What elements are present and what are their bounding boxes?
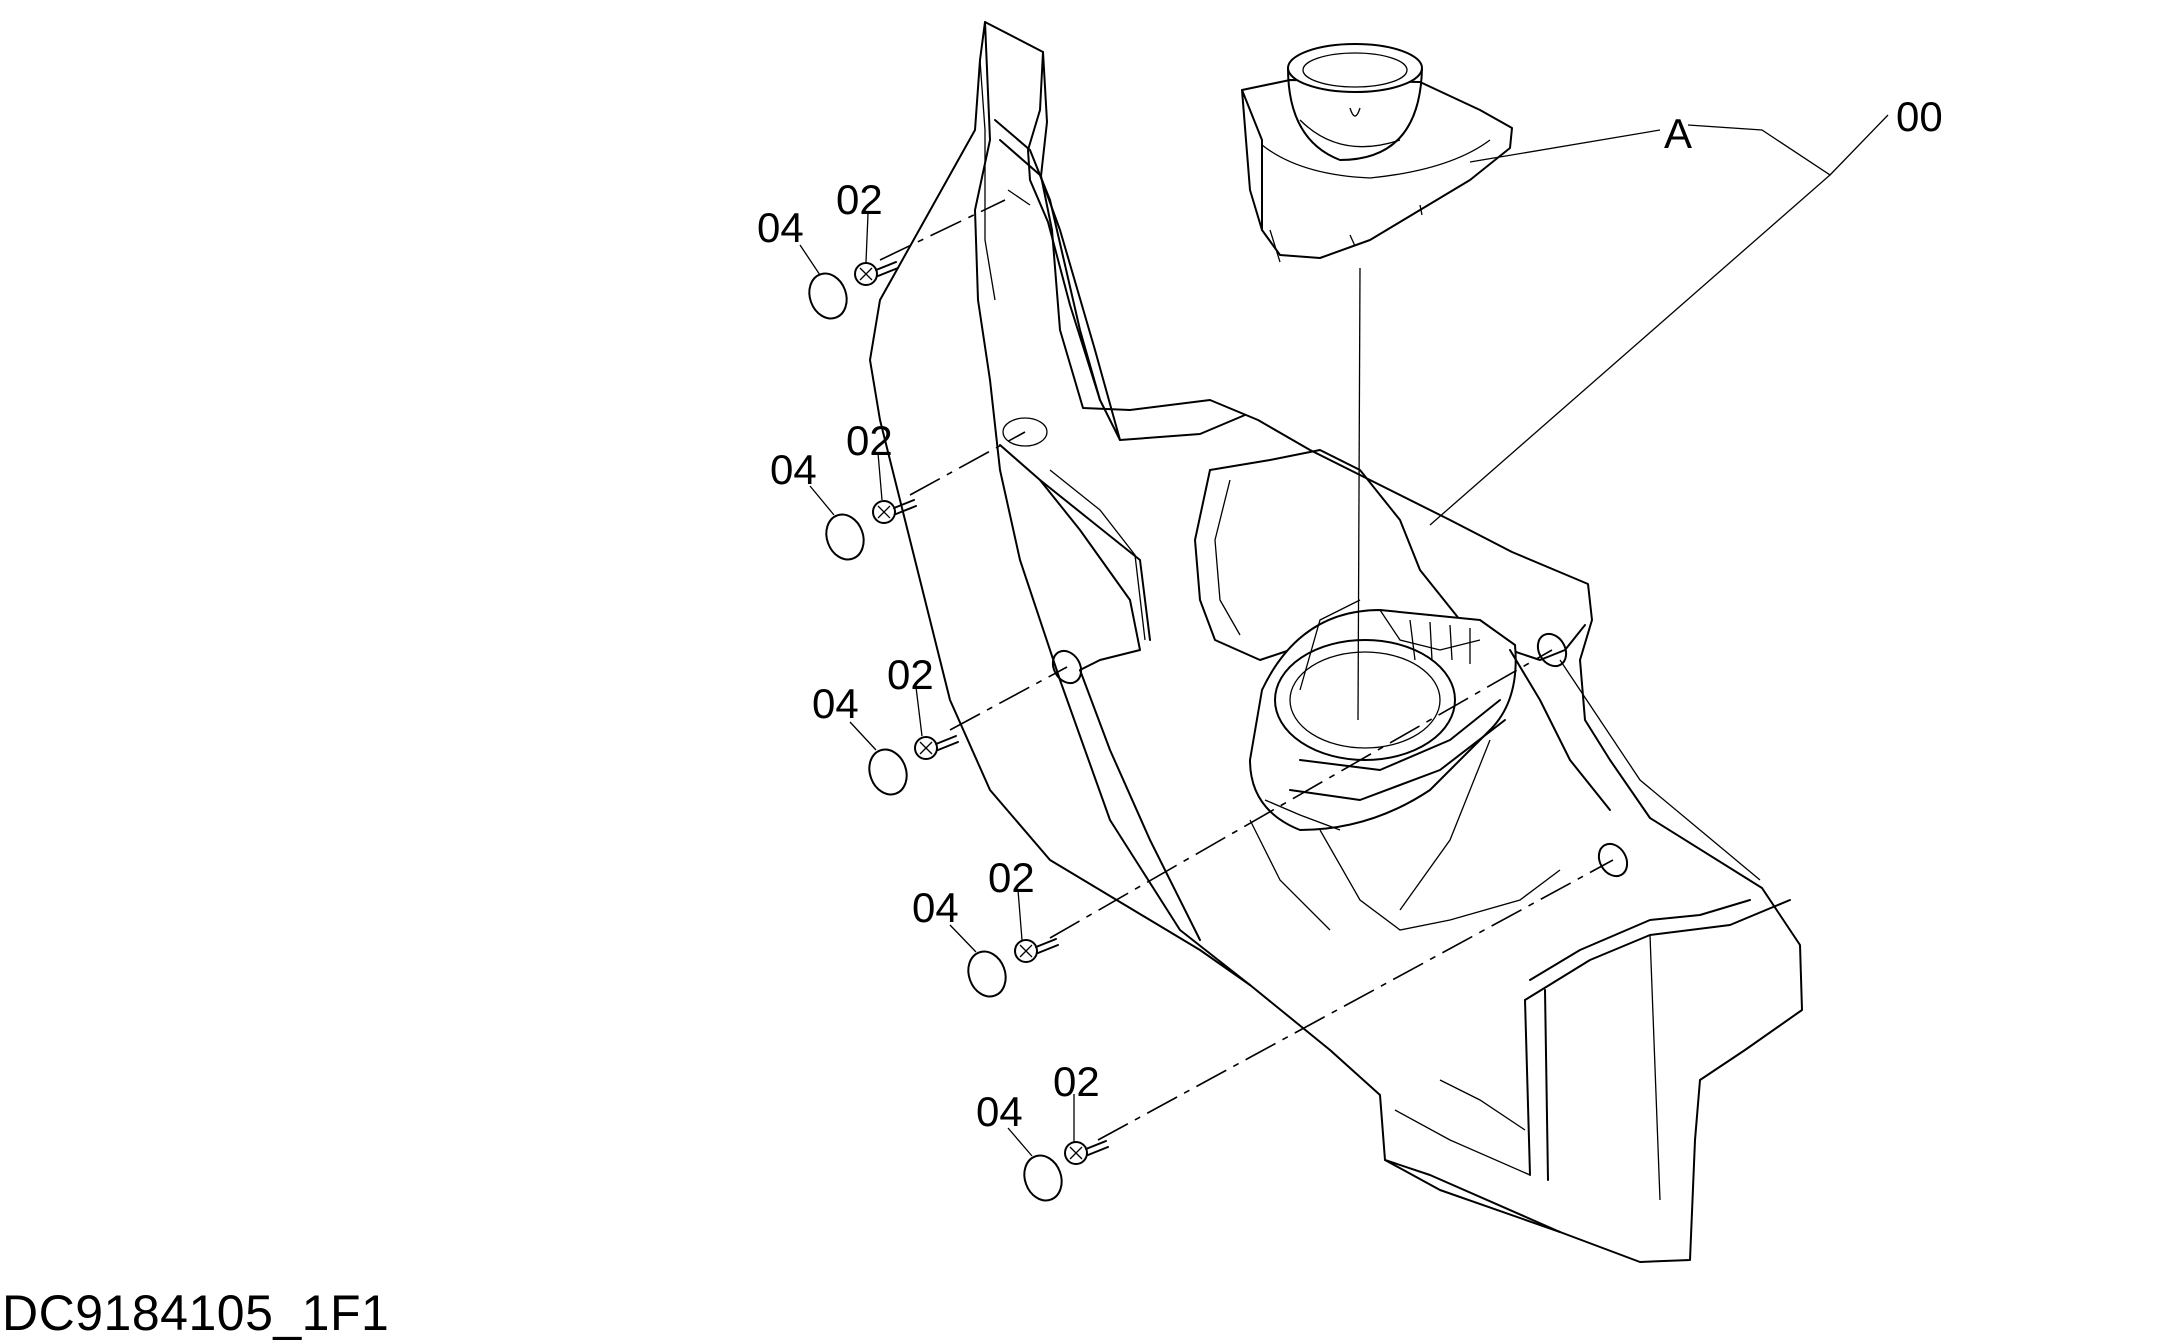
screw-02-icon [1014,938,1059,963]
leader-a [1469,129,1661,163]
leader-lines [1357,114,1889,721]
fastener-set-2 [825,499,917,561]
label-02: 02 [887,651,934,698]
cap-04-icon [1023,1154,1063,1202]
cap-04-icon [967,950,1007,998]
cap-04-icon [825,513,865,561]
fastener-set-3 [868,735,959,796]
leader-00 [1429,124,1832,526]
screw-02-icon [914,735,959,760]
screw-02-icon [872,499,917,524]
label-02: 02 [988,854,1035,901]
label-a: A [1664,110,1692,157]
fastener-axes [879,199,1614,1141]
label-00: 00 [1896,93,1943,140]
label-02: 02 [846,417,893,464]
label-02: 02 [836,176,883,223]
label-04: 04 [812,680,859,727]
cup-holder-part-a [1241,43,1513,263]
label-04: 04 [912,884,959,931]
cap-04-icon [868,748,908,796]
label-04: 04 [757,204,804,251]
fastener-set-4 [967,938,1059,998]
screw-02-icon [1064,1140,1109,1165]
screw-02-icon [854,261,899,286]
label-04: 04 [976,1088,1023,1135]
label-leaders [799,213,1075,1157]
cap-04-icon [808,272,848,320]
label-02: 02 [1053,1058,1100,1105]
fastener-set-5 [1023,1140,1109,1202]
side-panel-cover [869,21,1803,1263]
label-04: 04 [770,446,817,493]
leader-a-vertical [1357,267,1361,721]
drawing-code: DC9184105_1F1 [2,1285,390,1341]
